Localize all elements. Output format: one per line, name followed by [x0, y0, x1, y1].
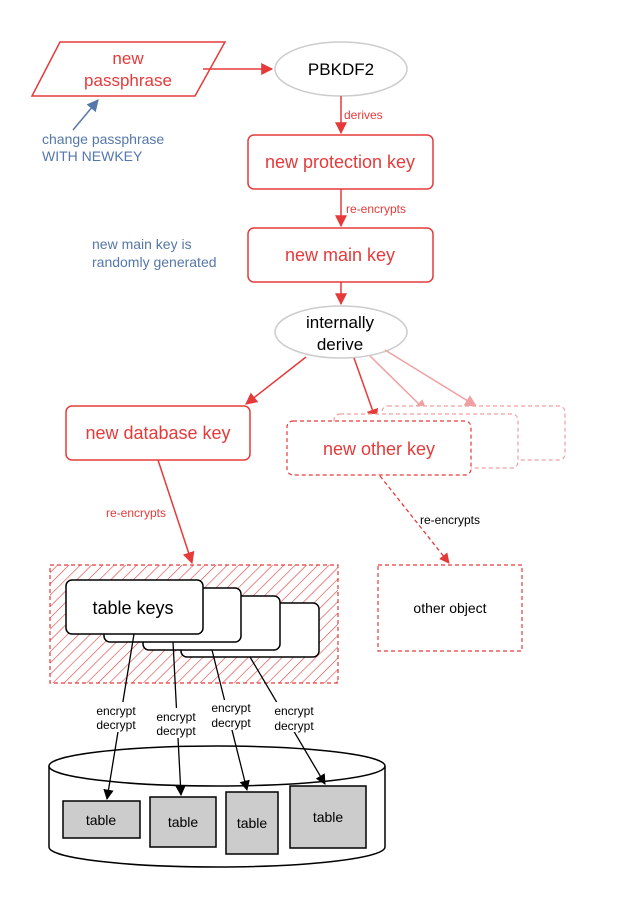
- protection-key-node: new protection key: [247, 134, 434, 190]
- edge-database-to-tablekeys: [157, 459, 195, 565]
- pbkdf2-node: PBKDF2: [274, 41, 408, 97]
- crypto-label-1-line1: encrypt: [96, 704, 136, 718]
- table-keys-label: table keys: [92, 598, 173, 618]
- table-label-3: table: [237, 815, 268, 831]
- other-object-node: other object: [377, 564, 523, 652]
- crypto-label-2-line1: encrypt: [156, 710, 196, 724]
- crypto-label-1-line2: decrypt: [96, 718, 136, 732]
- crypto-bg-3: [207, 700, 255, 730]
- main-key-label: new main key: [285, 245, 395, 265]
- crypto-label-4-line2: decrypt: [274, 719, 314, 733]
- protection-key-label: new protection key: [265, 152, 415, 172]
- crypto-bg-1: [92, 702, 140, 732]
- table-box-2: [149, 796, 217, 848]
- table-label-1: table: [86, 812, 117, 828]
- edge-internal-to-other: [353, 357, 379, 422]
- edge-derives-label: derives: [344, 108, 383, 122]
- edge-internal-to-other-3: [384, 349, 478, 407]
- other-key-node: new other key: [286, 420, 472, 476]
- edge-other-to-object: [379, 475, 450, 564]
- passphrase-label-line2: passphrase: [84, 71, 172, 90]
- table-label-2: table: [168, 814, 199, 830]
- edge-reencrypts-3-label: re-encrypts: [420, 513, 480, 527]
- edge-internal-to-database: [245, 356, 307, 405]
- passphrase-label-line1: new: [112, 49, 144, 68]
- table-box-1: [62, 800, 141, 839]
- crypto-label-2-line2: decrypt: [156, 724, 196, 738]
- edge-internal-to-other-2: [369, 355, 427, 412]
- database-key-label: new database key: [85, 423, 230, 443]
- crypto-label-3-line1: encrypt: [211, 701, 251, 715]
- note-change-arrow: [72, 99, 99, 131]
- crypto-bg-4: [270, 702, 318, 732]
- crypto-label-4-line1: encrypt: [274, 704, 314, 718]
- internal-derive-node: internally derive: [274, 305, 408, 359]
- internal-label-line1: internally: [306, 313, 375, 332]
- table-keys-node: table keys: [65, 579, 204, 635]
- crypto-label-3-line2: decrypt: [211, 716, 251, 730]
- edge-reencrypts-1-label: re-encrypts: [346, 202, 406, 216]
- table-box-4: [289, 785, 367, 849]
- note-main-line1: new main key is: [92, 236, 192, 252]
- table-box-3: [225, 791, 279, 855]
- pbkdf2-label: PBKDF2: [308, 60, 374, 79]
- database-key-node: new database key: [65, 405, 251, 461]
- crypto-bg-2: [152, 708, 200, 738]
- note-change-line1: change passphrase: [42, 131, 164, 147]
- table-label-4: table: [313, 809, 344, 825]
- passphrase-input-node: new passphrase: [30, 41, 227, 97]
- other-object-label: other object: [413, 600, 486, 616]
- edge-reencrypts-2-label: re-encrypts: [106, 506, 166, 520]
- internal-label-line2: derive: [317, 335, 363, 354]
- other-key-label: new other key: [323, 439, 435, 459]
- note-main-line2: randomly generated: [92, 254, 217, 270]
- note-change-line2: WITH NEWKEY: [42, 148, 143, 164]
- main-key-node: new main key: [247, 227, 434, 283]
